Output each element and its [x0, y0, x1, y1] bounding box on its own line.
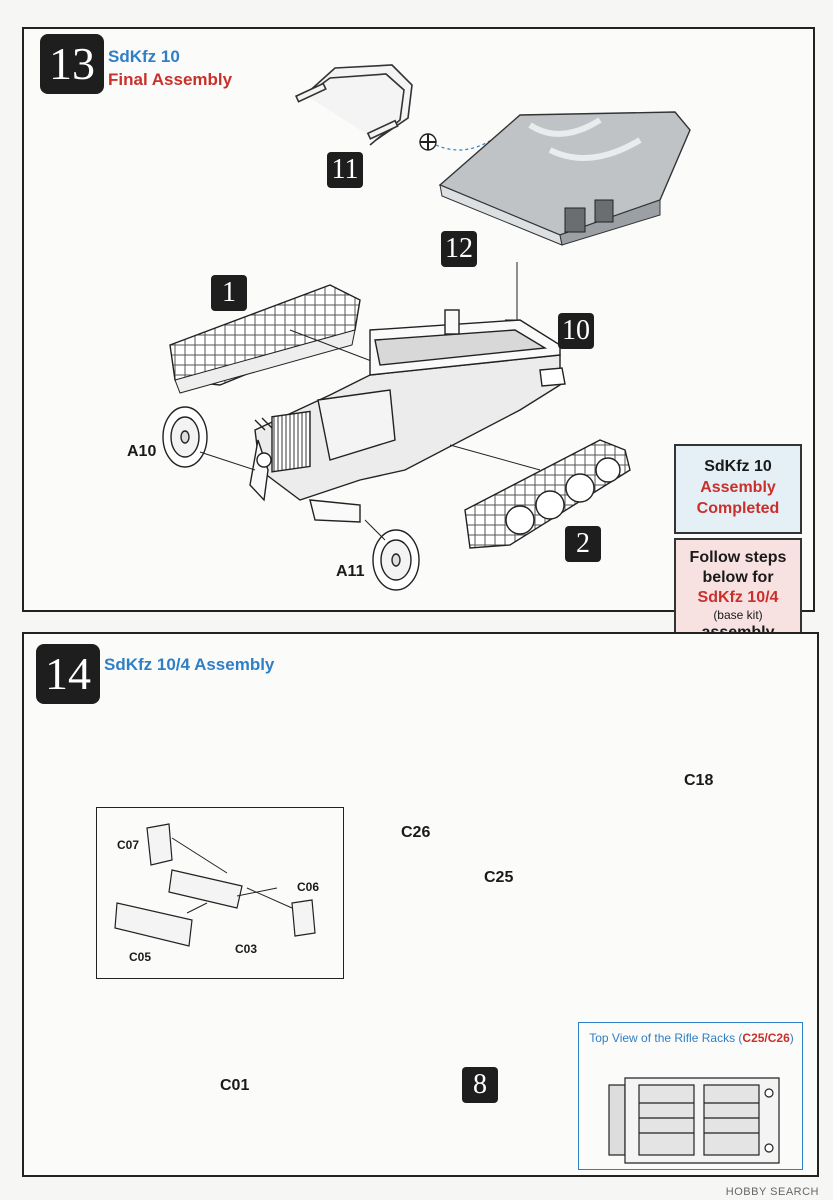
banner-line: SdKfz 10: [704, 458, 772, 475]
caption-parts: C25/C26: [742, 1031, 790, 1045]
wheel-a10: [162, 406, 208, 468]
part-label-c26: C26: [401, 824, 431, 841]
top-view-caption: Top View of the Rifle Racks (C25/C26): [579, 1031, 804, 1045]
right-track-part: [464, 439, 631, 549]
banner-line: below for: [702, 569, 774, 586]
banner-line: Assembly: [700, 479, 776, 496]
part-label-c07: C07: [117, 838, 140, 852]
part-label-c05: C05: [129, 950, 152, 964]
step-13-badge: 13: [40, 34, 104, 94]
callout-step-1: 1: [211, 275, 247, 311]
banner-line: (base kit): [713, 608, 763, 622]
part-label-c25: C25: [484, 869, 514, 886]
callout-step-8: 8: [462, 1067, 498, 1103]
vehicle-body: [249, 309, 566, 523]
watermark-text: HOBBY SEARCH: [725, 1186, 819, 1198]
part-label-c18: C18: [684, 772, 714, 789]
subassembly-drawing: [114, 823, 316, 947]
banner-line: Follow steps: [689, 549, 787, 566]
part-label-c03: C03: [235, 942, 258, 956]
callout-step-2: 2: [565, 526, 601, 562]
step-13-title: SdKfz 10: [108, 47, 180, 66]
callout-step-11: 11: [327, 152, 363, 188]
callout-step-12: 12: [441, 231, 477, 267]
top-view-drawing: [608, 1077, 780, 1164]
step-14-badge: 14: [36, 644, 100, 704]
banner-line: SdKfz 10/4: [697, 589, 779, 606]
callout-step-10: 10: [558, 313, 594, 349]
step-13-subtitle: Final Assembly: [108, 70, 233, 89]
rifle-rack-top-view-inset: Top View of the Rifle Racks (C25/C26): [578, 1022, 803, 1170]
bumper-subassembly-inset: C07 C06 C03 C05: [96, 807, 344, 979]
banner-line: Completed: [696, 500, 780, 517]
canvas-top-part: [438, 111, 691, 246]
wheel-a11: [372, 529, 420, 591]
part-label-c01: C01: [220, 1077, 250, 1094]
caption-suffix: ): [789, 1031, 794, 1045]
caption-prefix: Top View of the Rifle Racks (: [589, 1031, 743, 1045]
part-label-a11: A11: [336, 563, 365, 580]
step-14-title: SdKfz 10/4 Assembly: [104, 655, 275, 674]
bow-frame-part: [294, 64, 413, 146]
assembly-completed-banner: SdKfz 10 Assembly Completed: [674, 444, 802, 534]
part-label-a10: A10: [127, 443, 157, 460]
left-track-part: [169, 284, 361, 394]
part-label-c06: C06: [297, 880, 320, 894]
